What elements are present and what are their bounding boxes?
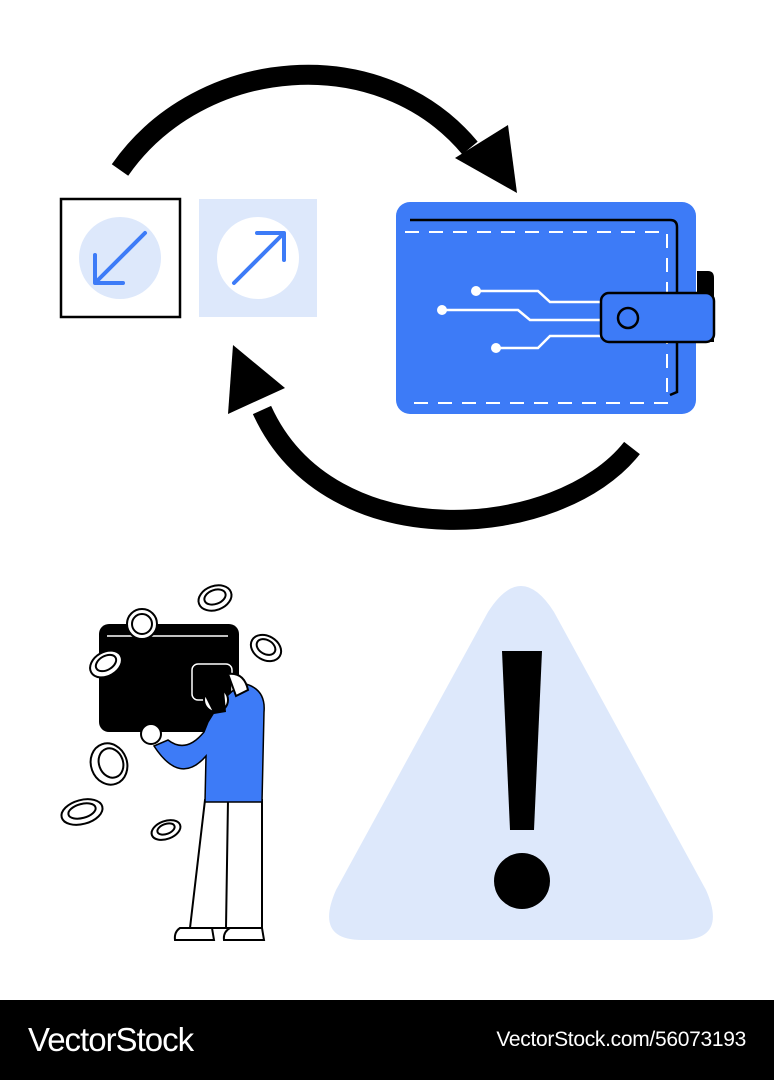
coin-4 [89,649,123,679]
person-holding-wallet-icon [99,624,266,941]
footer-bar: VectorStock VectorStock.com/56073193 [0,1000,774,1080]
brand-logo-text[interactable]: VectorStock [28,1021,194,1058]
top-arc-arrow [111,64,478,176]
exclamation-dot [494,853,550,909]
illustration-canvas [59,64,716,941]
wallet-clasp [599,291,716,344]
cycle-arrows-icon [111,64,640,530]
coin-icon [60,584,283,841]
coin-6 [60,798,104,826]
coin-1 [126,608,158,640]
coin-5 [89,742,129,786]
coin-3 [249,633,283,663]
top-arrow-head [455,125,517,193]
digital-wallet-icon [396,202,716,414]
coin-7 [150,819,182,841]
image-url-text[interactable]: VectorStock.com/56073193 [496,1028,746,1051]
circuit-lines [442,289,610,350]
coin-2 [197,584,233,612]
arrow-down-left-icon [59,197,182,319]
exclamation-bar [502,651,542,830]
bottom-arc-arrow [252,405,640,530]
bottom-arrow-head [228,345,285,414]
warning-triangle-icon [329,586,713,940]
arrow-up-right-icon [199,199,317,317]
